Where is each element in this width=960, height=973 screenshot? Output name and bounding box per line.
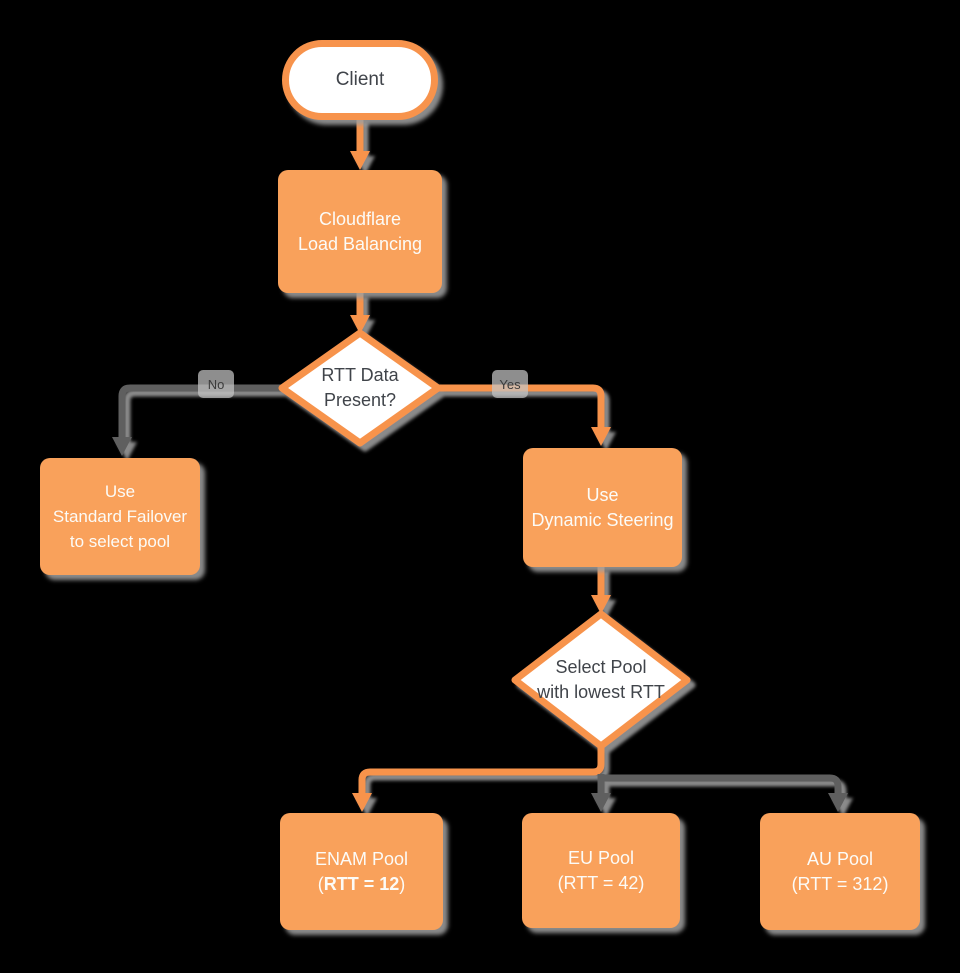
text-line: ENAM Pool [314,848,409,869]
arrowhead-down-icon [591,427,611,446]
arrowhead-down-icon [591,793,611,812]
text-line: Standard Failover [52,507,188,526]
text-line: EU Pool [567,847,635,868]
edge-label-yes: Yes [492,370,528,398]
text-line: Use [104,482,136,501]
text-line: Use [586,484,619,505]
arrowhead-down-icon [350,151,370,170]
text-line: Dynamic Steering [531,509,674,530]
arrowhead-down-icon [350,315,370,334]
rtt-value-bold: RTT = 12 [323,873,400,894]
paren-close: ) [399,873,406,894]
node-rtt-decision-label: RTT Data Present? [285,360,435,416]
text-line: Select Pool [555,657,647,677]
text-line: RTT Data [321,365,399,385]
node-load-balancing-label: Cloudflare Load Balancing [298,207,422,257]
node-eu-pool: EU Pool (RTT = 42) [522,813,680,928]
connector-yes-branch [437,384,605,428]
connector-no-branch [118,384,283,438]
connector-selectpool-au [601,774,842,794]
node-eu-pool-label: EU Pool (RTT = 42) [558,846,645,896]
arrowhead-down-icon [112,437,132,456]
text-line: (RTT = 42) [557,872,645,893]
node-client: Client [282,40,438,120]
text-line: Cloudflare [318,208,402,229]
text-line: (RTT = 312) [791,873,889,894]
text-line: to select pool [69,532,171,551]
edge-label-no: No [198,370,234,398]
text-line: (RTT = 12) [315,872,408,897]
node-standard-failover-label: Use Standard Failover to select pool [53,479,187,554]
decision-select-pool [511,610,691,750]
node-enam-pool-label: ENAM Pool (RTT = 12) [315,847,408,897]
text-line: AU Pool [806,848,874,869]
node-select-pool-label: Select Pool with lowest RTT [511,652,691,708]
arrowhead-down-icon [352,793,372,812]
connector-selectpool-enam [358,745,605,794]
edge-label-no-text: No [207,376,225,392]
node-standard-failover: Use Standard Failover to select pool [40,458,200,575]
arrowhead-down-icon [591,595,611,614]
text-block: RTT Data Present? [321,363,398,413]
text-line: Present? [323,390,397,410]
node-au-pool-label: AU Pool (RTT = 312) [792,847,889,897]
text-line: with lowest RTT [537,682,665,702]
arrowhead-down-icon [828,793,848,812]
text-block: Select Pool with lowest RTT [537,655,665,705]
text-line: Load Balancing [297,233,423,254]
node-load-balancing: Cloudflare Load Balancing [278,170,442,293]
decision-rtt-data-present [278,329,442,447]
node-dynamic-steering-label: Use Dynamic Steering [531,483,673,533]
edge-label-yes-text: Yes [499,376,521,392]
node-client-label: Client [335,69,385,90]
node-au-pool: AU Pool (RTT = 312) [760,813,920,930]
paren-open: ( [317,873,324,894]
node-dynamic-steering: Use Dynamic Steering [523,448,682,567]
node-enam-pool: ENAM Pool (RTT = 12) [280,813,443,930]
